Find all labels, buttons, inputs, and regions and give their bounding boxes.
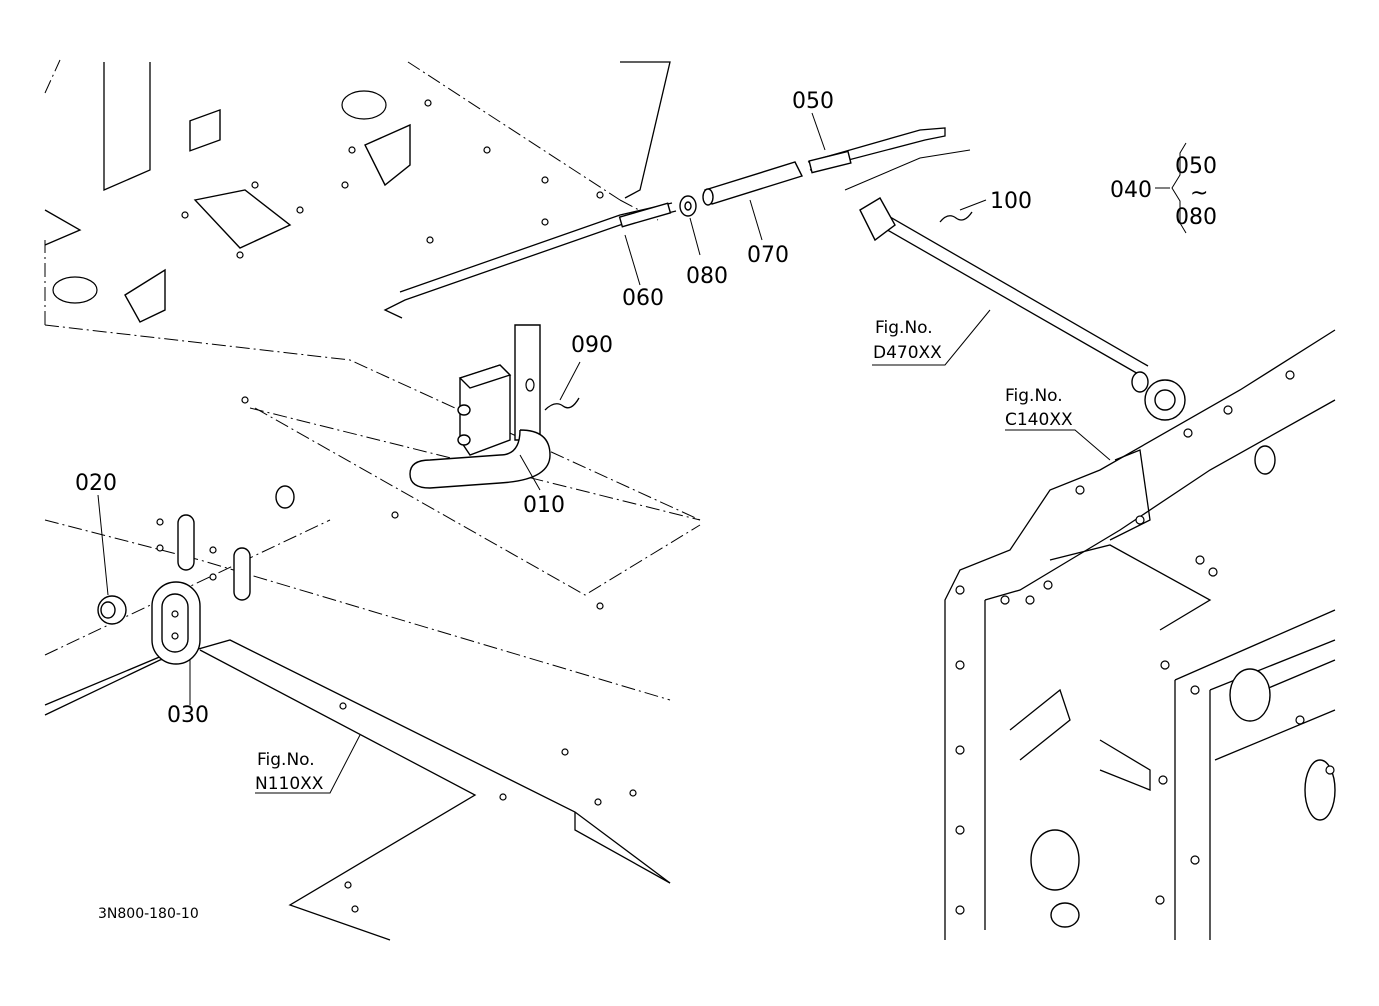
part-020-bush	[97, 595, 127, 625]
label-090: 090	[571, 333, 613, 358]
group-label-tilde: ~	[1190, 181, 1208, 206]
transmission-case	[944, 329, 1336, 940]
label-100: 100	[990, 189, 1032, 214]
ref-d470-no: D470XX	[873, 343, 942, 363]
base-frame	[44, 396, 701, 941]
ref-c140-fig: Fig.No.	[1005, 386, 1063, 406]
figure-references: Fig.No. D470XX Fig.No. C140XX Fig.No. N1…	[255, 318, 1073, 794]
label-070: 070	[747, 243, 789, 268]
ref-n110-fig: Fig.No.	[257, 750, 315, 770]
document-code: 3N800-180-10	[98, 906, 199, 922]
label-050: 050	[792, 89, 834, 114]
part-080-nut	[679, 195, 697, 217]
floor-plate	[44, 59, 701, 521]
ref-n110-no: N110XX	[255, 774, 324, 794]
part-070-sleeve	[702, 161, 803, 206]
part-010-lever	[409, 324, 580, 489]
label-010: 010	[523, 493, 565, 518]
group-label-top: 050	[1175, 154, 1217, 179]
part-labels: 050 070 080 060 100 090 010 020 030 040 …	[75, 89, 1217, 728]
part-050-rod	[807, 127, 946, 174]
part-100-shaft	[844, 149, 1186, 421]
part-060-rod	[383, 202, 677, 319]
label-060: 060	[622, 286, 664, 311]
label-040: 040	[1110, 178, 1152, 203]
part-030-grommet	[151, 581, 201, 665]
label-020: 020	[75, 471, 117, 496]
leader-lines	[97, 112, 1187, 794]
ref-c140-no: C140XX	[1005, 410, 1073, 430]
group-label-bottom: 080	[1175, 205, 1217, 230]
ref-d470-fig: Fig.No.	[875, 318, 933, 338]
label-030: 030	[167, 703, 209, 728]
label-080: 080	[686, 264, 728, 289]
